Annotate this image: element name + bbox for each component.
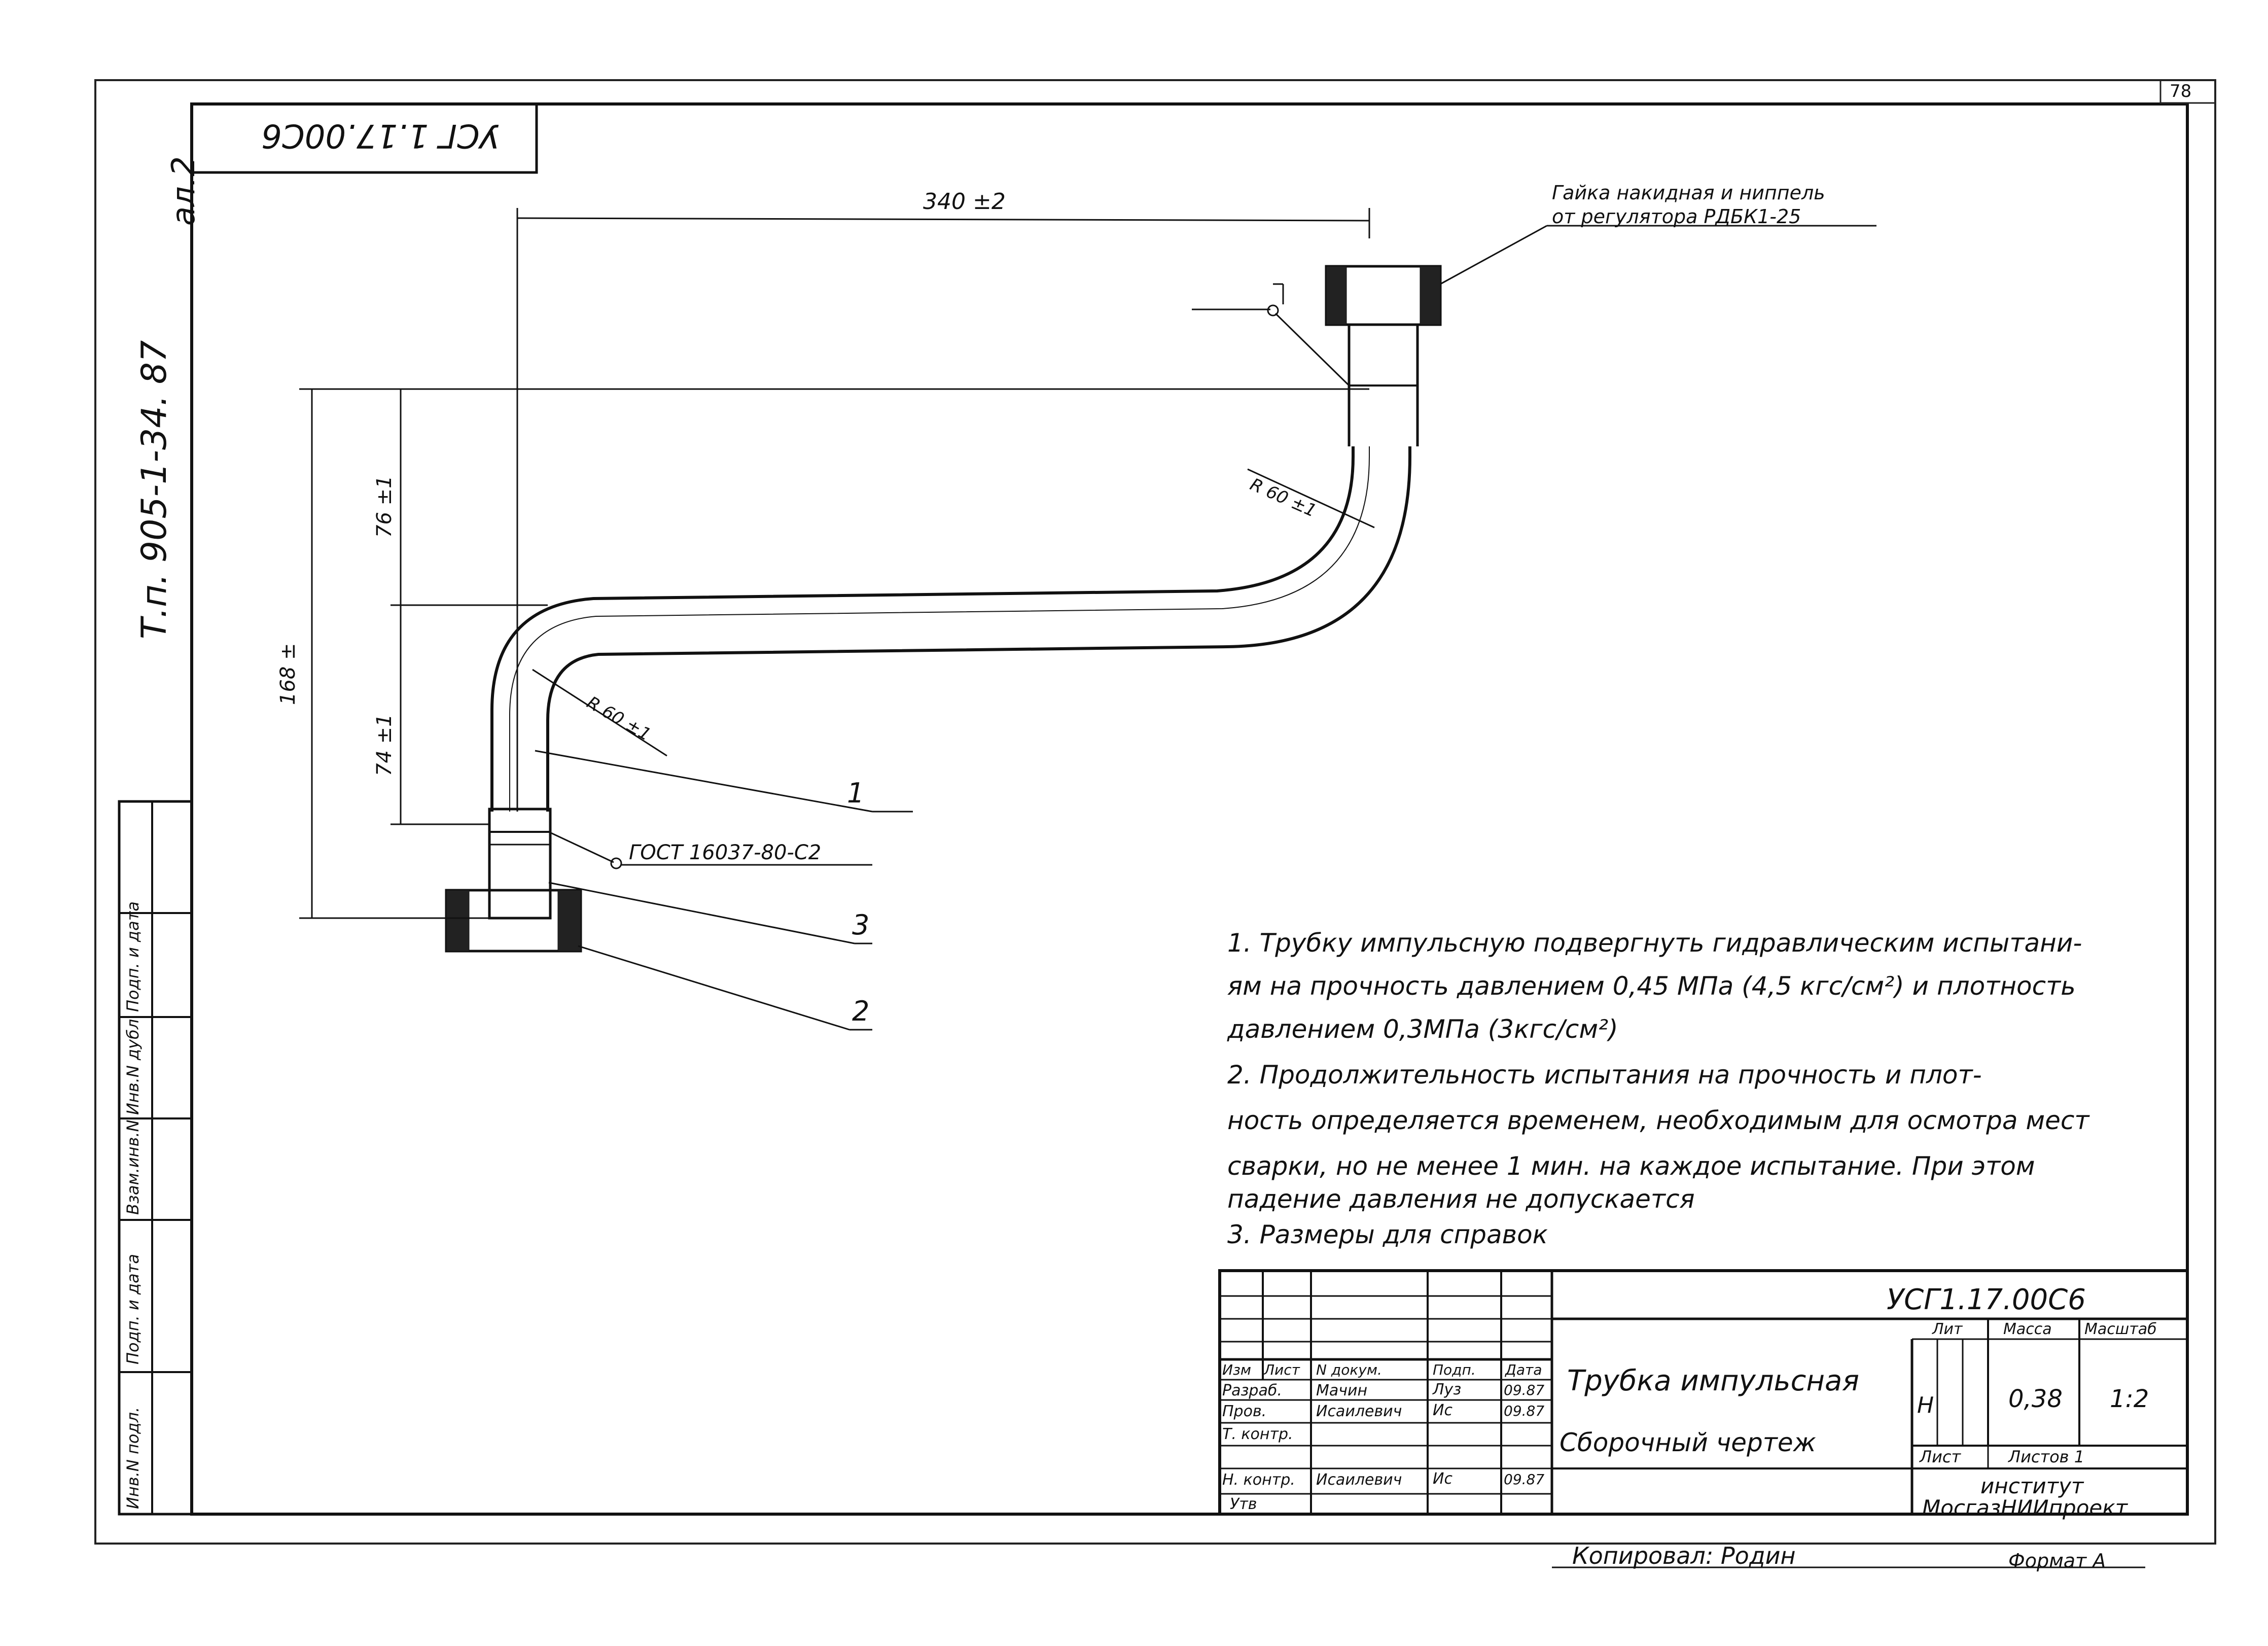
tb-row-utv: Утв [1230, 1495, 1257, 1513]
lower-nipple [488, 808, 552, 920]
tb-hdr-ndoc: N докум. [1316, 1361, 1382, 1378]
dim-upper: 76 ±1 [373, 475, 396, 538]
note-line-7: падение давления не допускается [1227, 1184, 1695, 1214]
callout-gost: ГОСТ 16037-80-С2 [629, 841, 822, 864]
side-stamp-col-2: Подп. и дата [123, 1254, 143, 1364]
tb-sign-nkontr: Ис [1433, 1470, 1452, 1488]
note-line-5: ность определяется временем, необходимым… [1227, 1106, 2089, 1135]
note-line-1: 1. Трубку импульсную подвергнуть гидравл… [1227, 928, 2082, 958]
tb-mass-value: 0,38 [2008, 1385, 2063, 1413]
tb-mass-label: Масса [2003, 1320, 2052, 1338]
tb-scale-value: 1:2 [2110, 1385, 2149, 1413]
upper-nut-hatch-r [1420, 266, 1441, 325]
side-stamp-col-4: Инв.N дубл. [123, 1013, 143, 1115]
tb-name-prov: Исаилевич [1316, 1403, 1402, 1420]
side-stamp [118, 800, 193, 1516]
tb-date-nkontr: 09.87 [1504, 1471, 1545, 1488]
tb-date-razrab: 09.87 [1504, 1382, 1545, 1398]
tb-sheet-label: Лист [1920, 1447, 1961, 1466]
pipe-assembly [445, 265, 1442, 953]
top-stamp: УСГ 1.17.00С6 [261, 117, 500, 154]
copied-by: Копировал: Родин [1572, 1542, 1796, 1569]
position-3: 3 [852, 909, 870, 941]
sheet-number: 78 [2170, 81, 2192, 101]
side-stamp-col-1: Инв.N подл. [123, 1407, 143, 1509]
upper-nut-hatch-l [1326, 266, 1347, 325]
tb-org-2: МосгазНИИпроект [1922, 1495, 2128, 1520]
dim-length: 340 ±2 [923, 189, 1006, 215]
tb-row-nkontr: Н. контр. [1222, 1471, 1295, 1489]
leaders [535, 225, 1876, 1031]
tb-date-prov: 09.87 [1504, 1403, 1545, 1419]
note-line-4: 2. Продолжительность испытания на прочно… [1227, 1060, 1982, 1090]
format-label: Формат А [2008, 1550, 2106, 1572]
tb-row-prov: Пров. [1222, 1403, 1267, 1420]
note-line-6: сварки, но не менее 1 мин. на каждое исп… [1227, 1151, 2035, 1181]
tb-hdr-podp: Подп. [1433, 1361, 1476, 1378]
tb-hdr-list: Лист [1264, 1361, 1300, 1378]
top-stamp-box [190, 102, 538, 174]
dimensions [299, 208, 1375, 919]
note-line-2: ям на прочность давлением 0,45 МПа (4,5 … [1227, 971, 2076, 1001]
tb-hdr-data: Дата [1505, 1361, 1542, 1378]
tb-sheets-label: Листов 1 [2008, 1447, 2085, 1466]
tb-name-nkontr: Исаилевич [1316, 1471, 1402, 1489]
project-code: Т.п. 905-1-34. 87 [134, 340, 174, 639]
side-stamp-col-5: Подп. и дата [123, 901, 143, 1012]
tb-lit-value: Н [1917, 1392, 1934, 1418]
tb-designation: УСГ1.17.00С6 [1887, 1283, 2086, 1316]
dim-lower: 74 ±1 [373, 714, 396, 776]
position-2: 2 [852, 995, 870, 1027]
side-stamp-col-3: Взам.инв.N [123, 1119, 143, 1215]
callout-nut: Гайка накидная и ниппель [1552, 182, 1825, 204]
sheet-number-box [2159, 79, 2216, 104]
note-line-3: давлением 0,3МПа (3кгс/см²) [1227, 1014, 1618, 1044]
tb-lit-label: Лит [1932, 1320, 1963, 1338]
tb-sign-prov: Ис [1433, 1402, 1452, 1419]
tb-sign-razrab: Луз [1433, 1381, 1462, 1398]
tb-scale-label: Масштаб [2084, 1320, 2157, 1338]
tb-title-1: Трубка импульсная [1567, 1364, 1859, 1397]
title-block-lines [1218, 1269, 2189, 1516]
note-line-8: 3. Размеры для справок [1227, 1220, 1548, 1249]
dim-height-total: 168 ± [276, 643, 300, 705]
tb-org-1: институт [1980, 1474, 2084, 1498]
tb-row-razrab: Разраб. [1222, 1382, 1282, 1399]
tb-title-2: Сборочный чертеж [1560, 1428, 1816, 1457]
callout-nut-2: от регулятора РДБК1-25 [1552, 205, 1801, 228]
tb-row-tkontr: Т. контр. [1222, 1425, 1293, 1443]
outer-frame [94, 79, 2216, 1545]
tb-name-razrab: Мачин [1316, 1382, 1368, 1399]
position-1: 1 [847, 777, 865, 809]
tb-hdr-izm: Изм [1222, 1361, 1251, 1378]
album-label: ал.2 [165, 156, 202, 226]
